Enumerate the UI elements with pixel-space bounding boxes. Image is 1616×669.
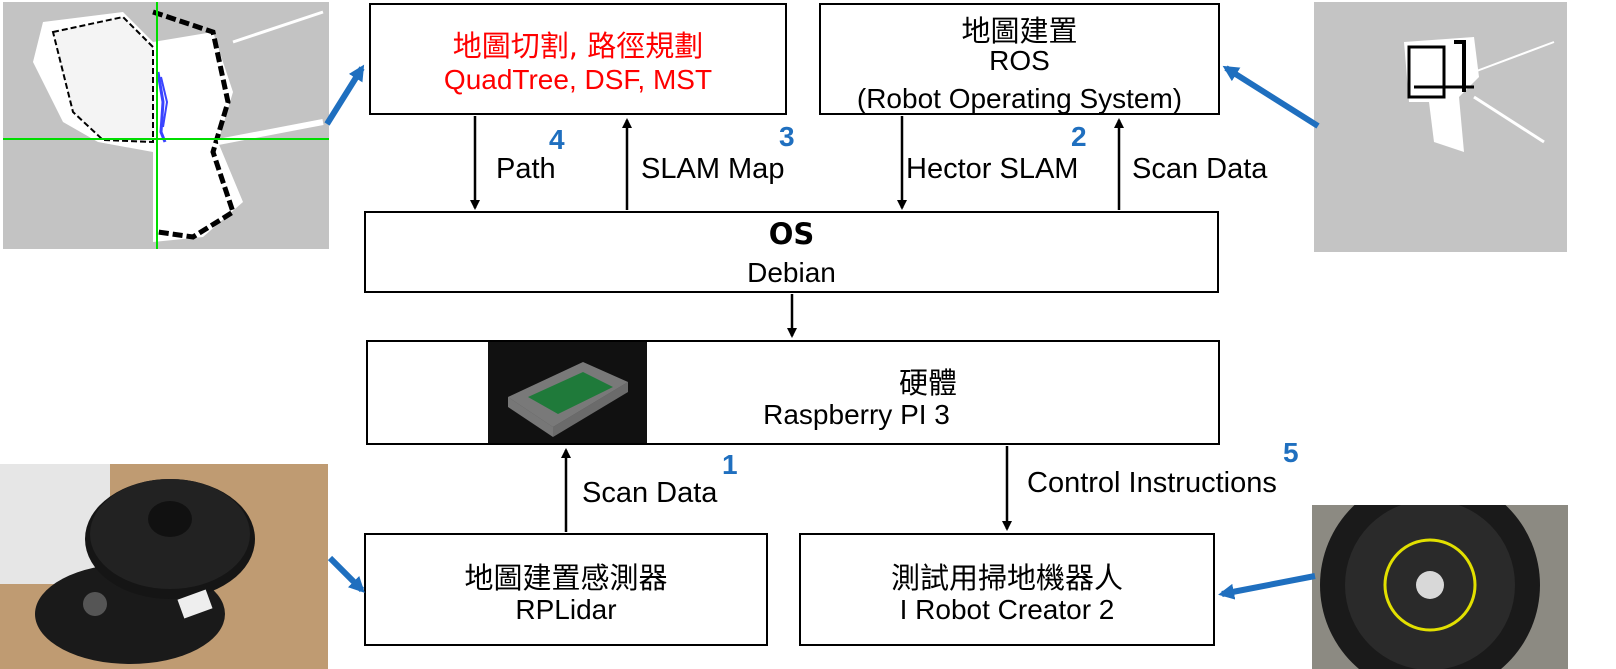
slam-partition-map-image (3, 2, 329, 249)
step-number-3: 3 (779, 121, 795, 152)
raspberry-pi-photo (488, 342, 647, 443)
robot-title: 測試用掃地機器人 (890, 561, 1123, 595)
irobot-photo (1312, 505, 1568, 669)
robot-image-pointer-arrow (1218, 573, 1316, 600)
os-box: OS Debian (364, 211, 1219, 293)
os-subtitle: Debian (747, 257, 836, 288)
map-building-ros: ROS (989, 45, 1050, 76)
map-building-ros-full: (Robot Operating System) (856, 83, 1183, 114)
path-label: Path (496, 153, 556, 185)
map-partition-subtitle: QuadTree, DSF, MST (443, 64, 713, 95)
hardware-box: 硬體 Raspberry PI 3 (366, 340, 1220, 445)
hardware-title: 硬體 (898, 366, 957, 400)
step-number-5: 5 (1283, 437, 1299, 468)
lidar-image-pointer-arrow (327, 555, 365, 593)
robot-subtitle: I Robot Creator 2 (899, 594, 1115, 625)
rplidar-photo (0, 464, 328, 669)
scan-data-bottom-label: Scan Data (582, 477, 718, 509)
robot-box: 測試用掃地機器人 I Robot Creator 2 (799, 533, 1215, 646)
os-title: OS (768, 217, 815, 251)
ros-map-image (1314, 2, 1567, 252)
map-partition-title: 地圖切割, 路徑規劃 (452, 29, 704, 63)
map-building-box: 地圖建置 ROS (Robot Operating System) (819, 3, 1220, 115)
map-image-pointer-arrow (324, 64, 365, 126)
control-instructions-label: Control Instructions (1027, 467, 1277, 499)
step-number-2: 2 (1071, 121, 1087, 152)
map-building-title: 地圖建置 (961, 14, 1078, 48)
slam-map-label: SLAM Map (641, 153, 785, 185)
ros-image-pointer-arrow (1222, 65, 1320, 129)
lidar-sensor-title: 地圖建置感測器 (464, 561, 668, 595)
hector-slam-label: Hector SLAM (906, 153, 1079, 185)
lidar-sensor-box: 地圖建置感測器 RPLidar (364, 533, 768, 646)
scan-data-top-label: Scan Data (1132, 153, 1268, 185)
step-number-4: 4 (549, 124, 565, 155)
step-number-1: 1 (722, 449, 738, 480)
map-partition-path-planning-box: 地圖切割, 路徑規劃 QuadTree, DSF, MST (369, 3, 787, 115)
lidar-sensor-subtitle: RPLidar (515, 594, 617, 625)
hardware-subtitle: Raspberry PI 3 (763, 399, 950, 430)
